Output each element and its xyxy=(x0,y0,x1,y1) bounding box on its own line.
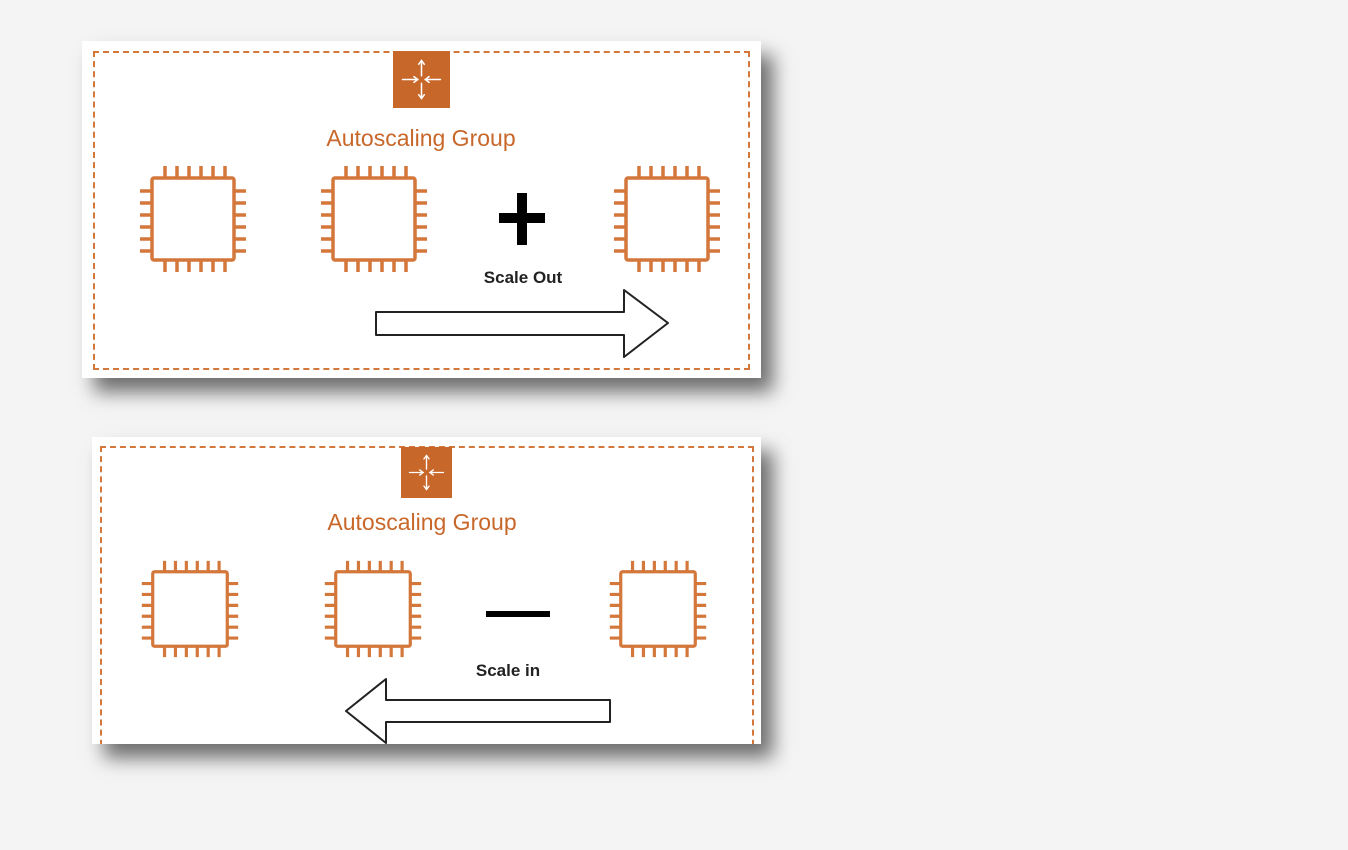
scale-out-panel: Autoscaling Group Scale Out xyxy=(82,41,761,378)
cpu-chip-icon xyxy=(323,559,423,659)
group-label: Autoscaling Group xyxy=(326,125,516,151)
scale-in-panel: Autoscaling Group Scale in xyxy=(92,437,761,744)
cpu-chip-icon xyxy=(138,164,248,274)
autoscaling-icon xyxy=(393,51,450,108)
arrow-right-icon xyxy=(375,288,671,360)
autoscaling-icon xyxy=(401,447,452,498)
scale-out-label: Scale Out xyxy=(483,268,563,287)
group-label: Autoscaling Group xyxy=(327,509,517,535)
arrow-left-icon xyxy=(344,678,612,744)
cpu-chip-icon xyxy=(140,559,240,659)
cpu-chip-icon xyxy=(608,559,708,659)
scale-in-label: Scale in xyxy=(475,661,541,680)
cpu-chip-icon xyxy=(612,164,722,274)
minus-icon xyxy=(486,605,550,617)
plus-icon xyxy=(497,191,547,247)
cpu-chip-icon xyxy=(319,164,429,274)
